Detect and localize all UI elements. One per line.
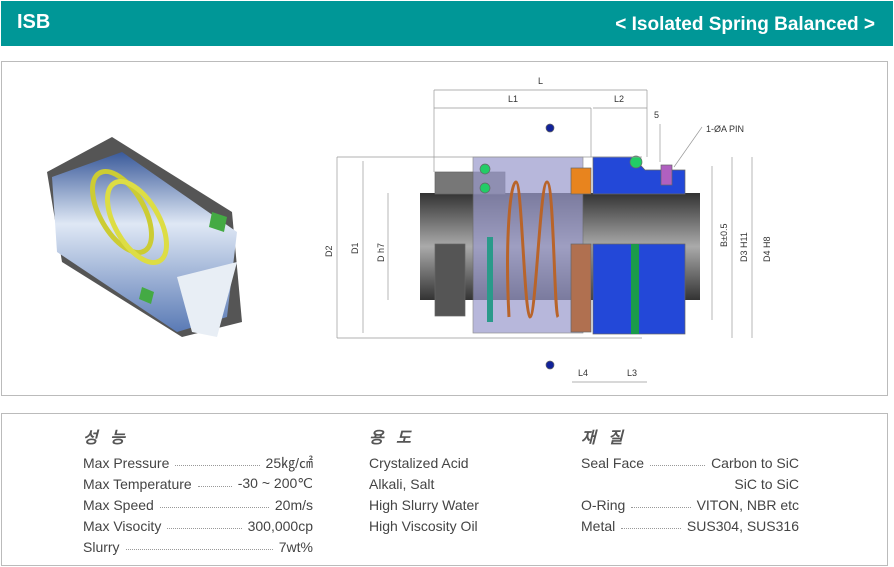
usage-item: High Slurry Water: [369, 496, 479, 513]
spec-row: Max Visocity 300,000cp: [83, 515, 313, 536]
product-image-panel: L L1 L2 5 1-ØA PIN D2 D1 D h7 B±0.5 D3 H…: [1, 61, 888, 396]
spec-value: 7wt%: [278, 538, 313, 555]
usage-item: Crystalized Acid: [369, 454, 469, 471]
material-key: O-Ring: [581, 496, 626, 513]
pin-label: 1-ØA PIN: [706, 124, 744, 134]
dim-L2: L2: [614, 94, 624, 104]
spec-key: Slurry: [83, 538, 120, 555]
dim-B: B±0.5: [719, 224, 729, 247]
spec-key: Max Pressure: [83, 454, 170, 471]
seal-3d-render: [47, 137, 242, 337]
spec-value: 20m/s: [274, 496, 313, 513]
spec-row: Slurry 7wt%: [83, 536, 313, 557]
dim-L: L: [538, 76, 543, 86]
dim-L3: L3: [627, 368, 637, 378]
spec-value: -30 ~ 200℃: [237, 475, 313, 491]
material-key: Seal Face: [581, 454, 645, 471]
spec-row: Max Pressure 25㎏/㎠: [83, 452, 313, 473]
material-key: Metal: [581, 517, 616, 534]
material-title: 재 질: [581, 430, 627, 447]
usage-item: Alkali, Salt: [369, 475, 435, 492]
dim-D4: D4 H8: [762, 236, 772, 262]
usage-title: 용 도: [369, 430, 415, 447]
dim-L4: L4: [578, 368, 588, 378]
material-row: Seal Face Carbon to SiC: [581, 452, 799, 473]
material-value: SUS304, SUS316: [686, 517, 799, 534]
dim-D1: D1: [350, 242, 360, 254]
material-row: SiC to SiC: [581, 473, 799, 494]
dim-Dh7: D h7: [376, 243, 386, 262]
usage-section: 용 도 Crystalized Acid Alkali, Salt High S…: [369, 424, 549, 536]
seal-section-drawing: [420, 123, 700, 370]
material-value: Carbon to SiC: [711, 454, 799, 471]
performance-section: 성 능 Max Pressure 25㎏/㎠ Max Temperature -30…: [83, 424, 313, 557]
material-value: SiC to SiC: [734, 475, 799, 492]
dim-D2: D2: [324, 245, 334, 257]
material-value: VITON, NBR etc: [696, 496, 799, 513]
material-row: O-Ring VITON, NBR etc: [581, 494, 799, 515]
dim-D3: D3 H11: [739, 232, 749, 262]
spec-key: Max Temperature: [83, 475, 192, 492]
spec-row: Max Temperature -30 ~ 200℃: [83, 473, 313, 494]
dimension-labels: L L1 L2 5 1-ØA PIN D2 D1 D h7 B±0.5 D3 H…: [324, 76, 772, 378]
product-code: ISB: [17, 11, 51, 33]
material-row: Metal SUS304, SUS316: [581, 515, 799, 536]
material-section: 재 질 Seal Face Carbon to SiC SiC to SiC O-…: [581, 424, 799, 536]
spec-row: Max Speed 20m/s: [83, 494, 313, 515]
spec-key: Max Speed: [83, 496, 154, 513]
usage-item: High Viscosity Oil: [369, 517, 478, 534]
spec-key: Max Visocity: [83, 517, 162, 534]
header-bar: ISB < Isolated Spring Balanced >: [1, 1, 893, 46]
performance-title: 성 능: [83, 430, 129, 447]
product-subtitle: < Isolated Spring Balanced >: [615, 14, 875, 35]
spec-panel: 성 능 Max Pressure 25㎏/㎠ Max Temperature -30…: [1, 413, 888, 566]
spec-value: 25㎏/㎠: [265, 454, 313, 471]
dimension-lines: [336, 89, 753, 383]
dim-L1: L1: [508, 94, 518, 104]
spec-value: 300,000cp: [247, 517, 313, 534]
dim-5: 5: [654, 110, 659, 120]
product-illustration: L L1 L2 5 1-ØA PIN D2 D1 D h7 B±0.5 D3 H…: [47, 76, 772, 383]
